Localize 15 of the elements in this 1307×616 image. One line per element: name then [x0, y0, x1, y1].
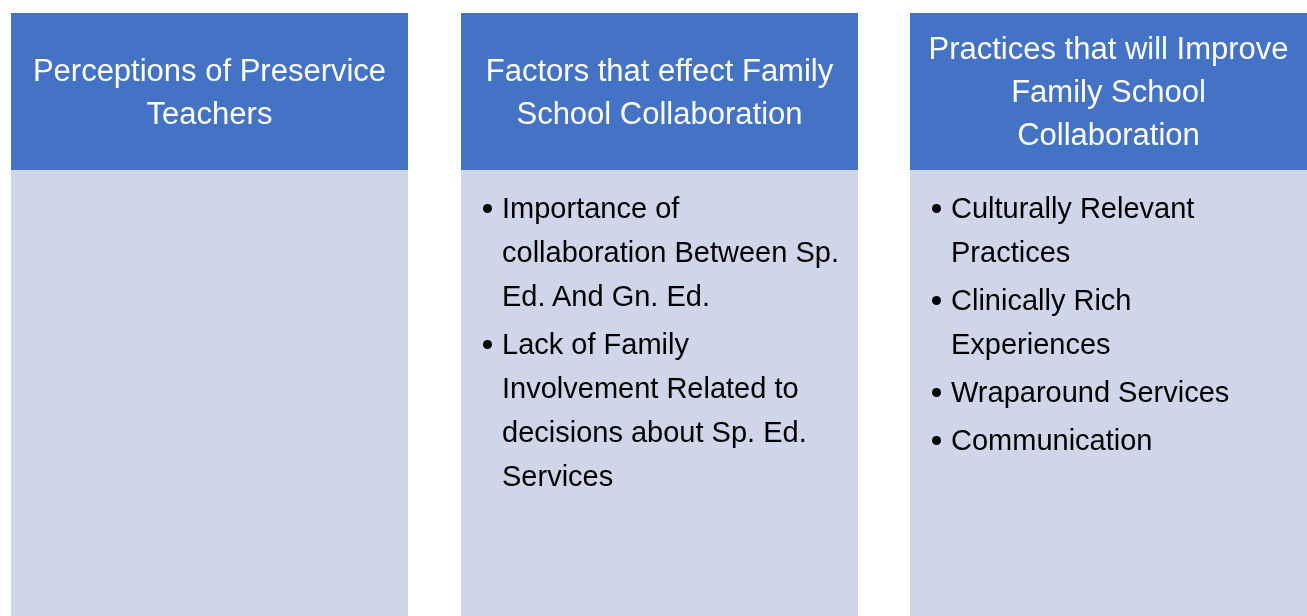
header-box [910, 13, 1307, 170]
header-text: Factors that effect Family School Collaboration [484, 51, 835, 133]
header-text: Practices that will Improve Family School Collaboration [927, 30, 1290, 154]
bullet-text: Wraparound Services [951, 375, 1230, 410]
bullet-text: Clinically Rich Experiences [951, 283, 1133, 362]
content-panel [461, 170, 858, 616]
header-box [461, 13, 858, 170]
bullet-text: Importance of collaboration Between Sp. Ed. And Gn. Ed. [502, 191, 840, 314]
content-panel [910, 170, 1307, 616]
content-panel [11, 170, 408, 616]
bullet-text: Culturally Relevant Practices [951, 191, 1196, 270]
header-text: Perceptions of Preservice Teachers [31, 51, 388, 133]
bullet-text: Communication [951, 423, 1153, 458]
header-box [11, 13, 408, 170]
bullet-text: Lack of Family Involvement Related to decisions about Sp. Ed. Services [502, 327, 808, 494]
